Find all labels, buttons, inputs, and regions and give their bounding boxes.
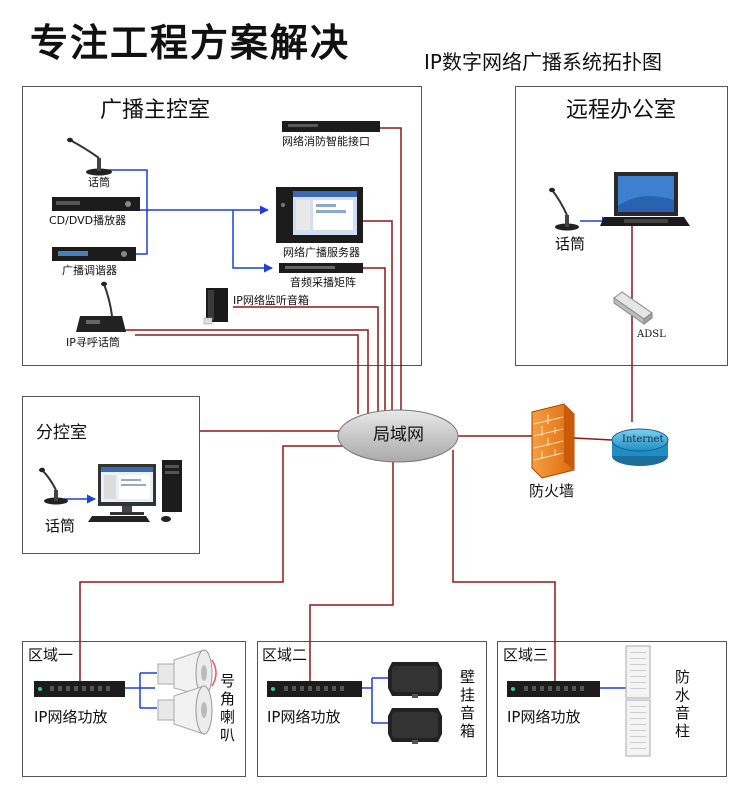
- lan-cloud-icon: [337, 409, 459, 463]
- desktop-pc-icon: [88, 460, 182, 522]
- monitor-speaker-label: IP网络监听音箱: [233, 294, 309, 307]
- laptop-icon: [600, 172, 690, 226]
- tuner-label: 广播调谐器: [62, 264, 117, 277]
- desk-mic-icon: [67, 137, 112, 176]
- internet-label: Internet: [622, 434, 664, 445]
- internet-icon: [611, 428, 669, 466]
- remote-mic-label: 话筒: [555, 235, 586, 253]
- fire-interface-label: 网络消防智能接口: [282, 135, 370, 148]
- zone-3-amp-icon: [507, 681, 600, 697]
- zone-2-label: 区域二: [262, 646, 308, 664]
- zone-1-amp-icon: [34, 681, 125, 697]
- zone-1-speaker-label: 号角喇叭: [220, 672, 236, 744]
- lan-label: 局域网: [373, 425, 424, 445]
- zone-3-speaker-label: 防水音柱: [675, 668, 691, 740]
- wall-speaker-icon: [388, 708, 442, 744]
- audio-matrix-label: 音频采播矩阵: [290, 276, 356, 289]
- wall-speaker-icon: [388, 662, 442, 698]
- remote-mic-icon: [549, 187, 579, 231]
- column-speaker-icon: [625, 645, 651, 757]
- firewall-label: 防火墙: [529, 482, 575, 500]
- monitor-speaker-icon: [203, 288, 228, 325]
- network-links: [79, 127, 633, 681]
- zone-1-label: 区域一: [28, 646, 74, 664]
- cd-player-label: CD/DVD播放器: [49, 214, 127, 227]
- zone-3-label: 区域三: [503, 646, 549, 664]
- main-room-label: 广播主控室: [100, 98, 211, 123]
- adsl-label: ADSL: [637, 329, 666, 340]
- cd-dvd-player-icon: [52, 197, 140, 211]
- page-title: 专注工程方案解决: [30, 21, 351, 65]
- fire-interface-icon: [282, 121, 380, 132]
- server-icon: [276, 187, 363, 243]
- tuner-icon: [52, 247, 136, 261]
- audio-matrix-icon: [279, 263, 363, 273]
- diagram-subtitle: IP数字网络广播系统拓扑图: [424, 50, 662, 74]
- paging-mic-label: IP寻呼话筒: [66, 336, 120, 349]
- zone-3-amp-label: IP网络功放: [507, 708, 581, 726]
- mic-label: 话筒: [88, 176, 110, 189]
- sub-mic-label: 话筒: [45, 517, 76, 535]
- horn-speaker-icon: [157, 685, 213, 735]
- sub-room-label: 分控室: [36, 423, 87, 443]
- zone-2-speaker-label: 壁挂音箱: [460, 668, 476, 740]
- sub-mic-icon: [39, 467, 68, 505]
- zone-1-amp-label: IP网络功放: [34, 708, 108, 726]
- firewall-icon: [531, 403, 575, 479]
- zone-2-amp-label: IP网络功放: [267, 708, 341, 726]
- zone-3-frame: [497, 641, 727, 777]
- remote-room-label: 远程办公室: [566, 98, 677, 123]
- ip-paging-mic-icon: [76, 281, 126, 332]
- audio-links: [64, 169, 626, 724]
- adsl-modem-icon: [613, 291, 653, 325]
- server-label: 网络广播服务器: [283, 246, 360, 259]
- zone-2-amp-icon: [267, 681, 362, 697]
